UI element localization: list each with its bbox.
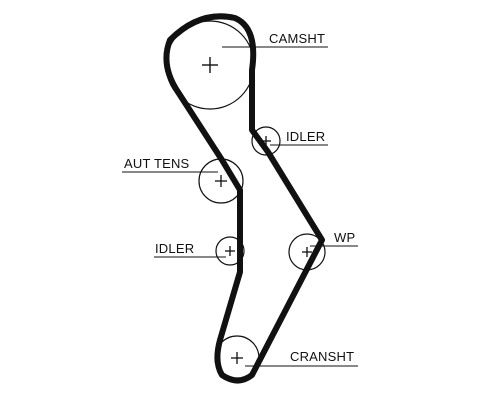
camsht-label: CAMSHT [269,31,326,46]
water-pump-pulley [288,233,326,271]
aut-tens-label: AUT TENS [124,156,190,171]
timing-belt [163,13,325,384]
camshaft-pulley [165,20,255,110]
idler-lower-label: IDLER [155,241,195,256]
idler-upper-label: IDLER [286,129,326,144]
wp-label: WP [334,230,356,245]
cransht-label: CRANSHT [290,349,355,364]
crankshaft-pulley [214,335,260,381]
idler-lower-pulley [215,236,245,266]
idler-upper-pulley [251,126,281,156]
aut-tens-pulley [198,158,244,204]
